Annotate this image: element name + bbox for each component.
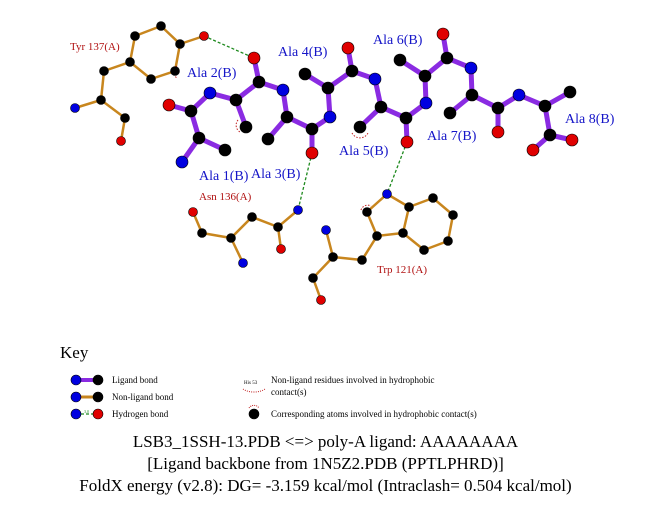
label-ala2: Ala 2(B) [187, 66, 237, 81]
label-ala4: Ala 4(B) [278, 45, 328, 60]
ligand-bonds [166, 31, 575, 165]
key-hb-distance: 3.0 [84, 409, 89, 414]
key-legend: Key Ligand bond Non-ligand bond 3.0 Hydr… [60, 343, 477, 420]
key-his-label: His 53 [244, 381, 258, 386]
key-hydrophobic-residues: Non-ligand residues involved in hydropho… [271, 375, 434, 385]
ligand-atoms [162, 27, 579, 169]
label-ala8: Ala 8(B) [565, 112, 615, 127]
label-tyr137: Tyr 137(A) [70, 41, 120, 53]
key-nonligand-bond: Non-ligand bond [112, 392, 174, 402]
key-title: Key [60, 343, 89, 362]
key-hydrophobic-atoms: Corresponding atoms involved in hydropho… [271, 409, 477, 419]
nonligand-bonds [73, 24, 455, 302]
hydrogen-bonds [203, 35, 408, 211]
label-trp121: Trp 121(A) [377, 264, 427, 276]
key-hydrogen-bond: Hydrogen bond [112, 409, 169, 419]
label-asn136: Asn 136(A) [199, 191, 252, 203]
label-ala6: Ala 6(B) [373, 33, 423, 48]
label-ala5: Ala 5(B) [339, 144, 389, 159]
key-ligand-bond: Ligand bond [112, 375, 158, 385]
nonligand-atoms [70, 21, 458, 305]
footer-line-1: LSB3_1SSH-13.PDB <=> poly-A ligand: AAAA… [132, 432, 519, 451]
footer-line-2: [Ligand backbone from 1N5Z2.PDB (PPTLPHR… [147, 454, 504, 473]
label-ala7: Ala 7(B) [427, 129, 477, 144]
key-hydrophobic-residues-2: contact(s) [271, 387, 306, 397]
label-ala3: Ala 3(B) [251, 167, 301, 182]
footer-line-3: FoldX energy (v2.8): DG= -3.159 kcal/mol… [79, 476, 572, 495]
label-ala1: Ala 1(B) [199, 169, 249, 184]
